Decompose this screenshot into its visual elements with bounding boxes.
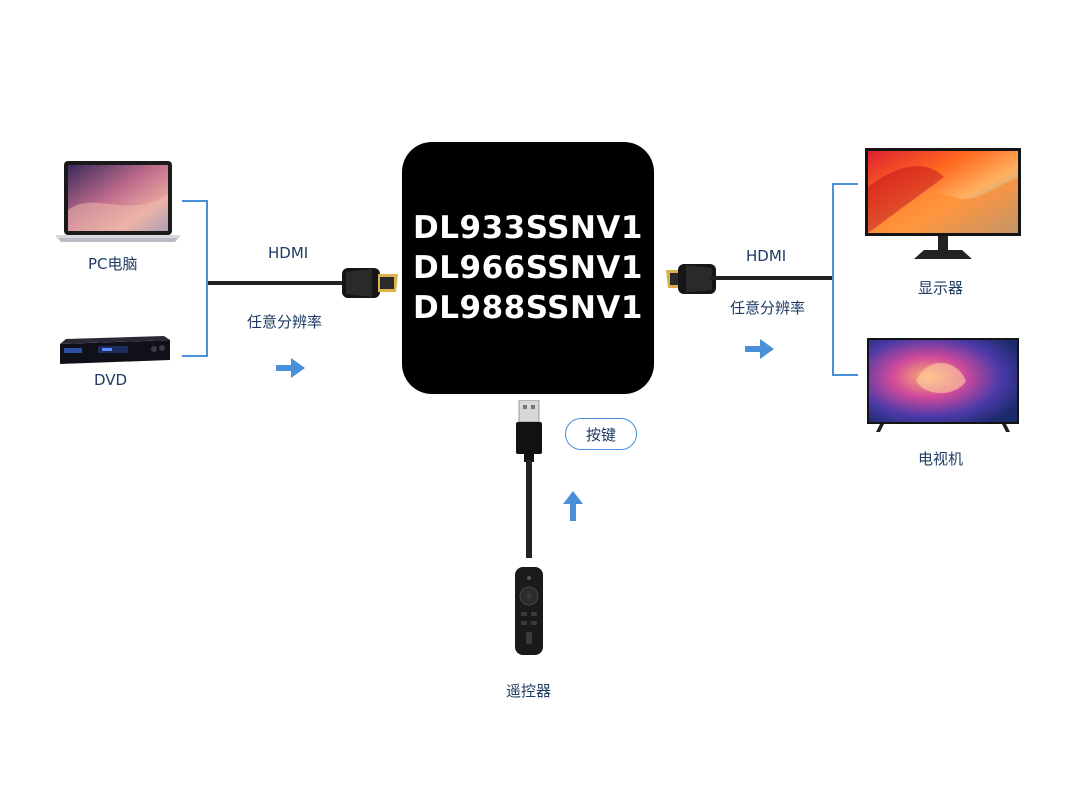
laptop-icon [56,161,180,242]
dvd-player-icon [60,336,170,364]
left-bracket-bottom [182,355,207,357]
left-hdmi-label: HDMI [268,244,309,262]
left-resolution-label: 任意分辨率 [247,313,323,331]
right-resolution-label: 任意分辨率 [730,299,806,317]
device-box: DL933SSNV1 DL966SSNV1 DL988SSNV1 [402,142,654,394]
remote-control-icon [515,567,543,655]
dvd-label: DVD [94,371,128,389]
model-name: DL988SSNV1 [413,290,643,326]
left-bracket-top [182,200,207,202]
right-bracket-vertical [832,183,834,376]
right-bracket-bottom [832,374,858,376]
left-hdmi-connector-icon [342,268,398,298]
tv-icon [867,338,1019,432]
monitor-icon [865,148,1021,259]
up-arrow-icon [563,491,583,521]
tv-label: 电视机 [918,450,964,468]
left-bracket-vertical [206,200,208,357]
left-hdmi-cable [208,281,348,285]
remote-label: 遥控器 [506,682,552,700]
right-bracket-top [832,183,858,185]
usb-connector-icon [516,400,542,462]
right-hdmi-label: HDMI [746,247,787,265]
button-key-badge: 按键 [565,418,637,450]
right-hdmi-connector-icon [666,264,716,294]
right-hdmi-cable [710,276,832,280]
button-key-label: 按键 [585,425,616,444]
right-arrow-right-icon [745,339,774,359]
usb-cable [526,460,532,558]
model-name: DL966SSNV1 [413,250,643,286]
monitor-label: 显示器 [918,279,964,297]
pc-label: PC电脑 [88,255,138,273]
left-arrow-right-icon [276,358,305,378]
model-name: DL933SSNV1 [413,210,643,246]
